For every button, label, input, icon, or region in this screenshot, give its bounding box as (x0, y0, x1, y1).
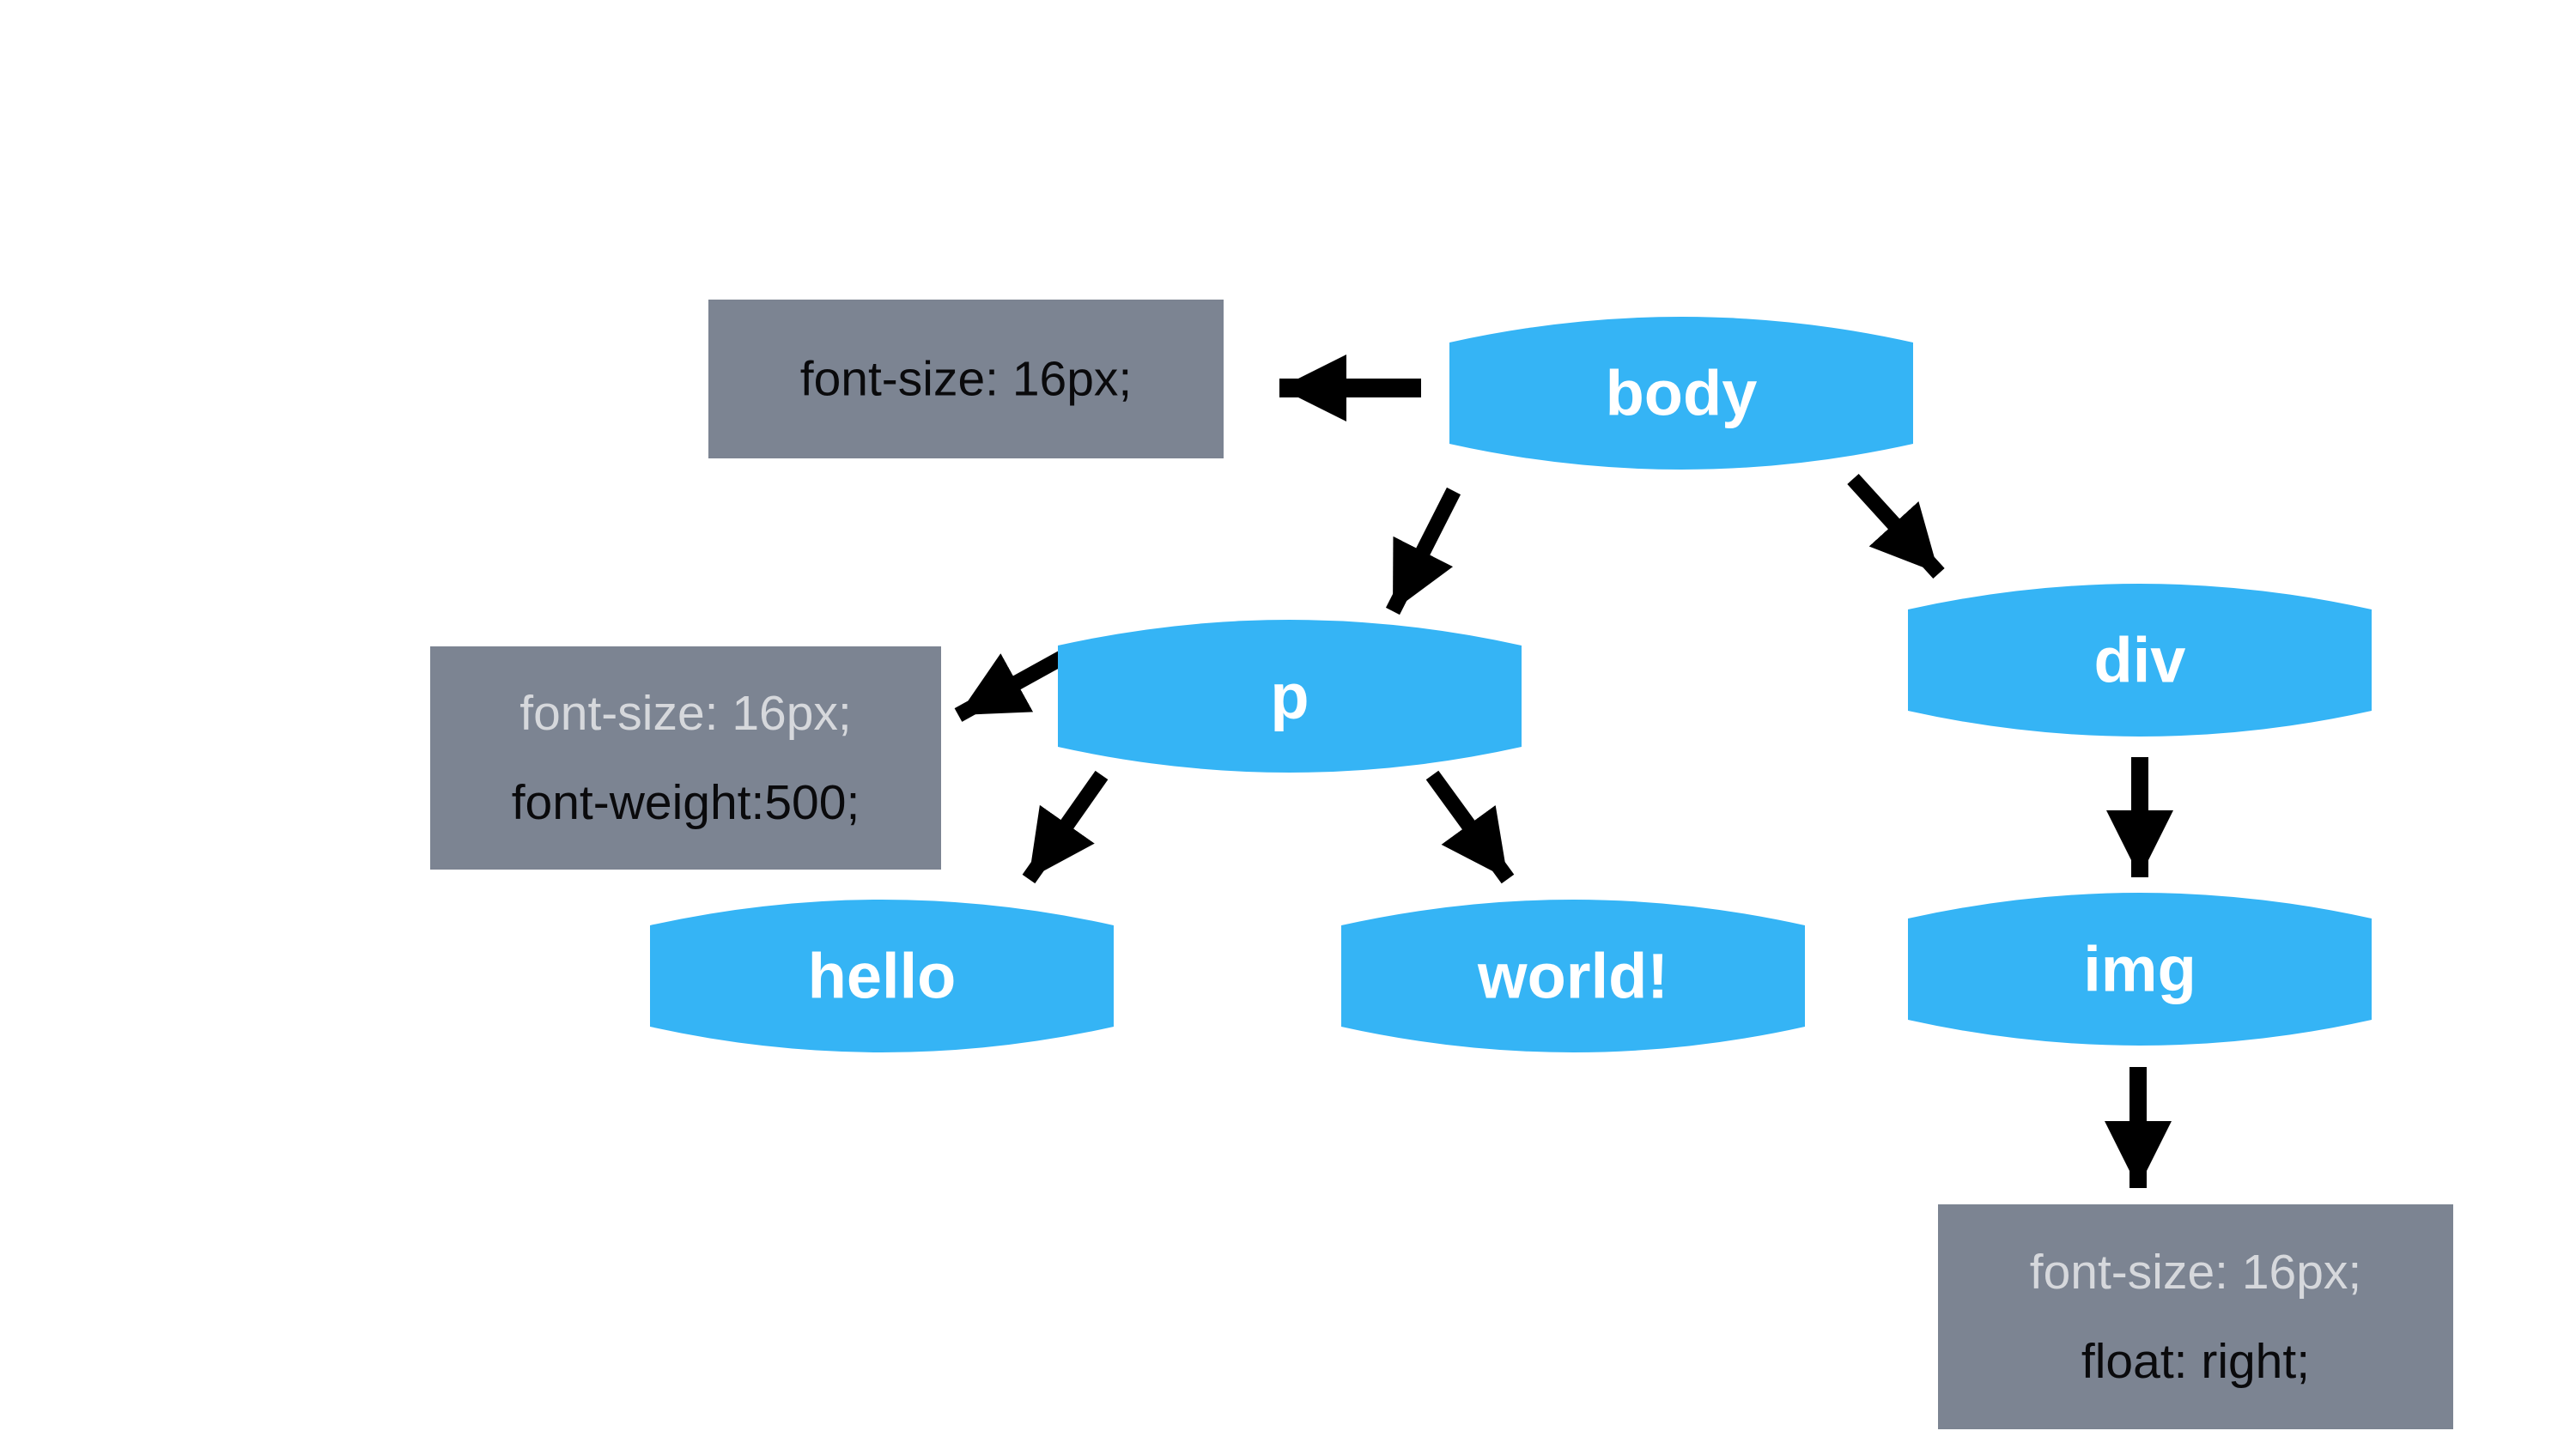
arrow-p-to-world (1425, 770, 1515, 884)
node-world-label: world! (1477, 941, 1668, 1012)
img-style-box-rect (1938, 1204, 2453, 1429)
node-body-label: body (1606, 358, 1758, 429)
node-p-label: p (1270, 661, 1309, 732)
node-div: div (1908, 584, 2372, 737)
p-style-box: font-size: 16px; font-weight:500; (430, 646, 941, 870)
node-img-label: img (2083, 934, 2196, 1005)
img-style-box-line-2: float: right; (2081, 1334, 2310, 1389)
p-style-box-line-2: font-weight:500; (512, 775, 860, 830)
p-style-box-line-1: font-size: 16px; (519, 686, 852, 741)
node-div-shape (1908, 584, 2372, 737)
node-img: img (1908, 893, 2372, 1046)
arrow-p-to-p-style-box (954, 646, 1076, 722)
node-p-shape (1058, 620, 1522, 773)
body-style-box-rect (708, 300, 1224, 458)
node-world: world! (1341, 900, 1805, 1052)
node-body-shape (1449, 317, 1913, 470)
arrow-p-to-hello (1022, 770, 1109, 884)
p-style-box-rect (430, 646, 941, 870)
body-style-box-line-1: font-size: 16px; (800, 352, 1133, 407)
body-style-box: font-size: 16px; (708, 300, 1224, 458)
node-img-shape (1908, 893, 2372, 1046)
img-style-box: font-size: 16px; float: right; (1938, 1204, 2453, 1429)
node-p: p (1058, 620, 1522, 773)
arrow-body-to-div (1847, 473, 1945, 579)
node-hello: hello (650, 900, 1114, 1052)
node-hello-label: hello (808, 941, 957, 1012)
arrow-body-to-p (1385, 487, 1461, 615)
node-body: body (1449, 317, 1913, 470)
node-world-shape (1341, 900, 1805, 1052)
img-style-box-line-1: font-size: 16px; (2030, 1245, 2362, 1300)
node-div-label: div (2094, 625, 2186, 696)
node-hello-shape (650, 900, 1114, 1052)
